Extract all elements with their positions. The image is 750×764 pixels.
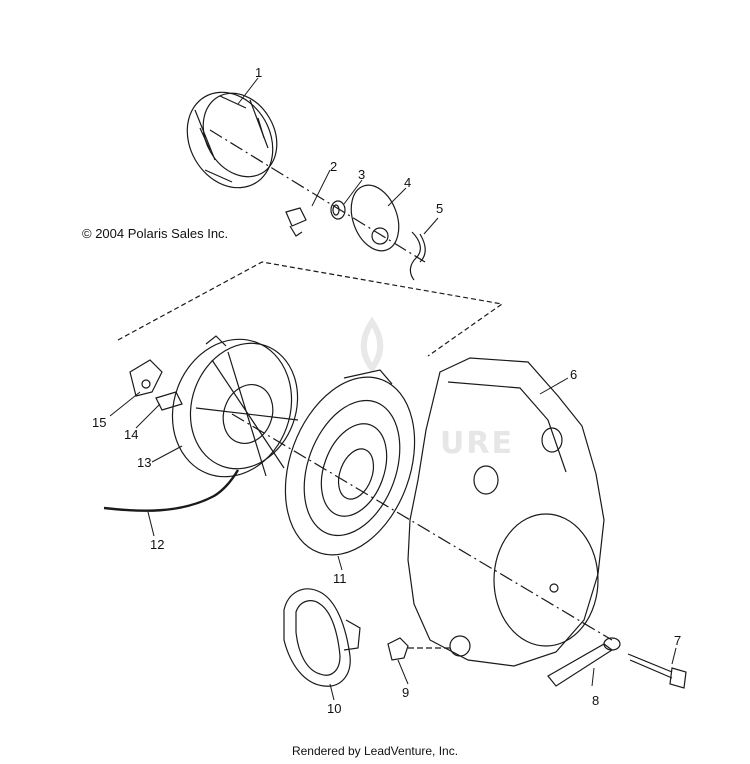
callout-15: 15 bbox=[92, 415, 107, 430]
watermark-text: URE bbox=[440, 426, 514, 461]
callout-2: 2 bbox=[330, 159, 338, 174]
part-4-pawl-plate bbox=[350, 184, 400, 252]
assembly-plane bbox=[117, 261, 504, 357]
callout-11: 11 bbox=[333, 571, 347, 586]
callout-6: 6 bbox=[570, 367, 578, 382]
callout-4: 4 bbox=[404, 175, 412, 190]
part-8-strap bbox=[547, 637, 621, 687]
part-5-clip bbox=[409, 231, 426, 281]
callout-12: 12 bbox=[150, 537, 165, 552]
part-11-spring bbox=[284, 369, 416, 556]
part-9-nut bbox=[387, 637, 452, 661]
footer-credit: Rendered by LeadVenture, Inc. bbox=[291, 744, 459, 758]
part-13-pulley bbox=[171, 335, 299, 478]
callout-10: 10 bbox=[327, 701, 342, 716]
callout-7: 7 bbox=[674, 633, 682, 648]
callout-13: 13 bbox=[137, 455, 152, 470]
part-1-drive-cup bbox=[186, 91, 278, 189]
leader-lines bbox=[109, 77, 677, 701]
callout-9: 9 bbox=[402, 685, 410, 700]
centerline-lower bbox=[231, 413, 613, 641]
callout-5: 5 bbox=[436, 201, 444, 216]
part-6-housing bbox=[407, 357, 605, 667]
part-14-pin bbox=[155, 391, 183, 411]
copyright-notice: © 2004 Polaris Sales Inc. bbox=[82, 226, 229, 241]
callout-14: 14 bbox=[124, 427, 139, 442]
part-15-pawl bbox=[129, 359, 163, 397]
part-10-handle bbox=[283, 588, 361, 687]
part-3-washer bbox=[330, 200, 346, 220]
watermark-flame-icon bbox=[360, 316, 384, 373]
part-2-bolt bbox=[285, 207, 307, 237]
callout-8: 8 bbox=[592, 693, 600, 708]
part-7-bolt bbox=[627, 653, 687, 689]
part-12-rope bbox=[103, 469, 240, 512]
callout-3: 3 bbox=[358, 167, 366, 182]
callout-1: 1 bbox=[255, 65, 263, 80]
